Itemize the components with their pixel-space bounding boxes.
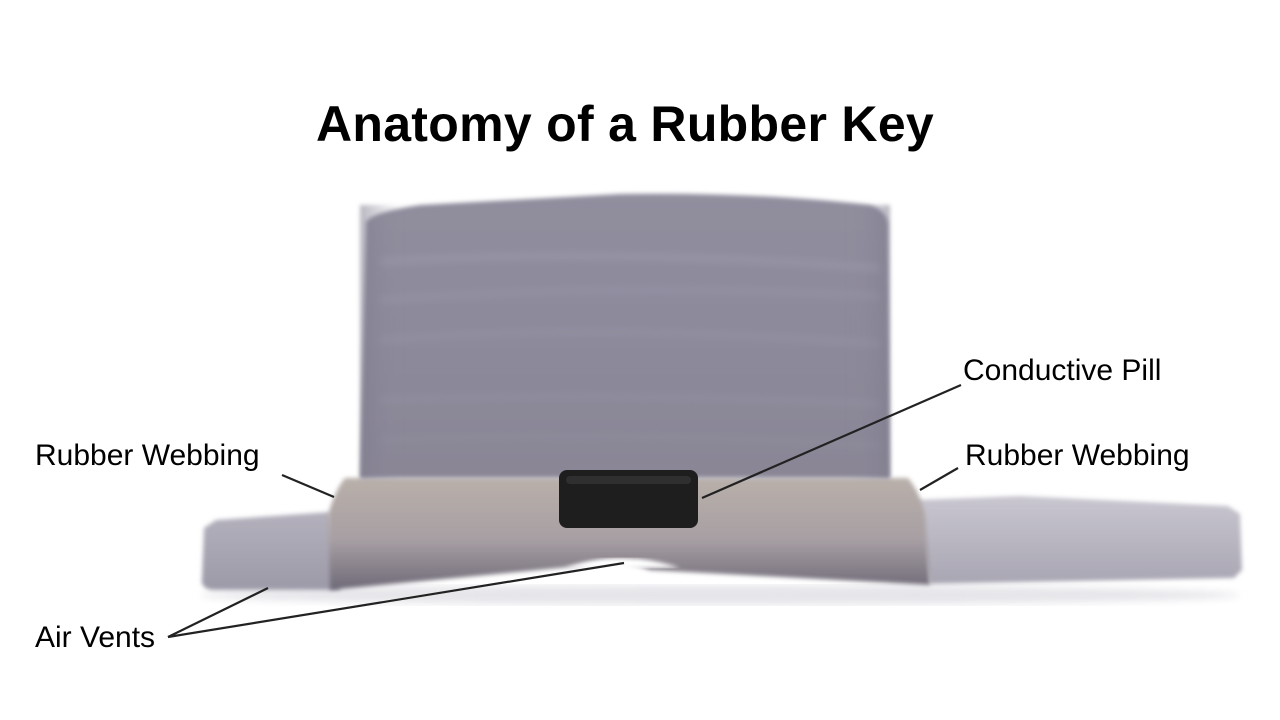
label-rubber-webbing-right: Rubber Webbing — [965, 441, 1190, 471]
label-conductive-pill: Conductive Pill — [963, 356, 1161, 386]
conductive-pill-highlight — [566, 476, 691, 484]
leader-line-webbing-right — [920, 468, 958, 490]
label-air-vents: Air Vents — [35, 623, 155, 653]
right-base-flange — [915, 496, 1242, 584]
leader-line-webbing-left — [282, 475, 334, 497]
ground-shadow — [200, 585, 1240, 605]
left-base-flange — [202, 512, 340, 590]
label-rubber-webbing-left: Rubber Webbing — [35, 441, 260, 471]
